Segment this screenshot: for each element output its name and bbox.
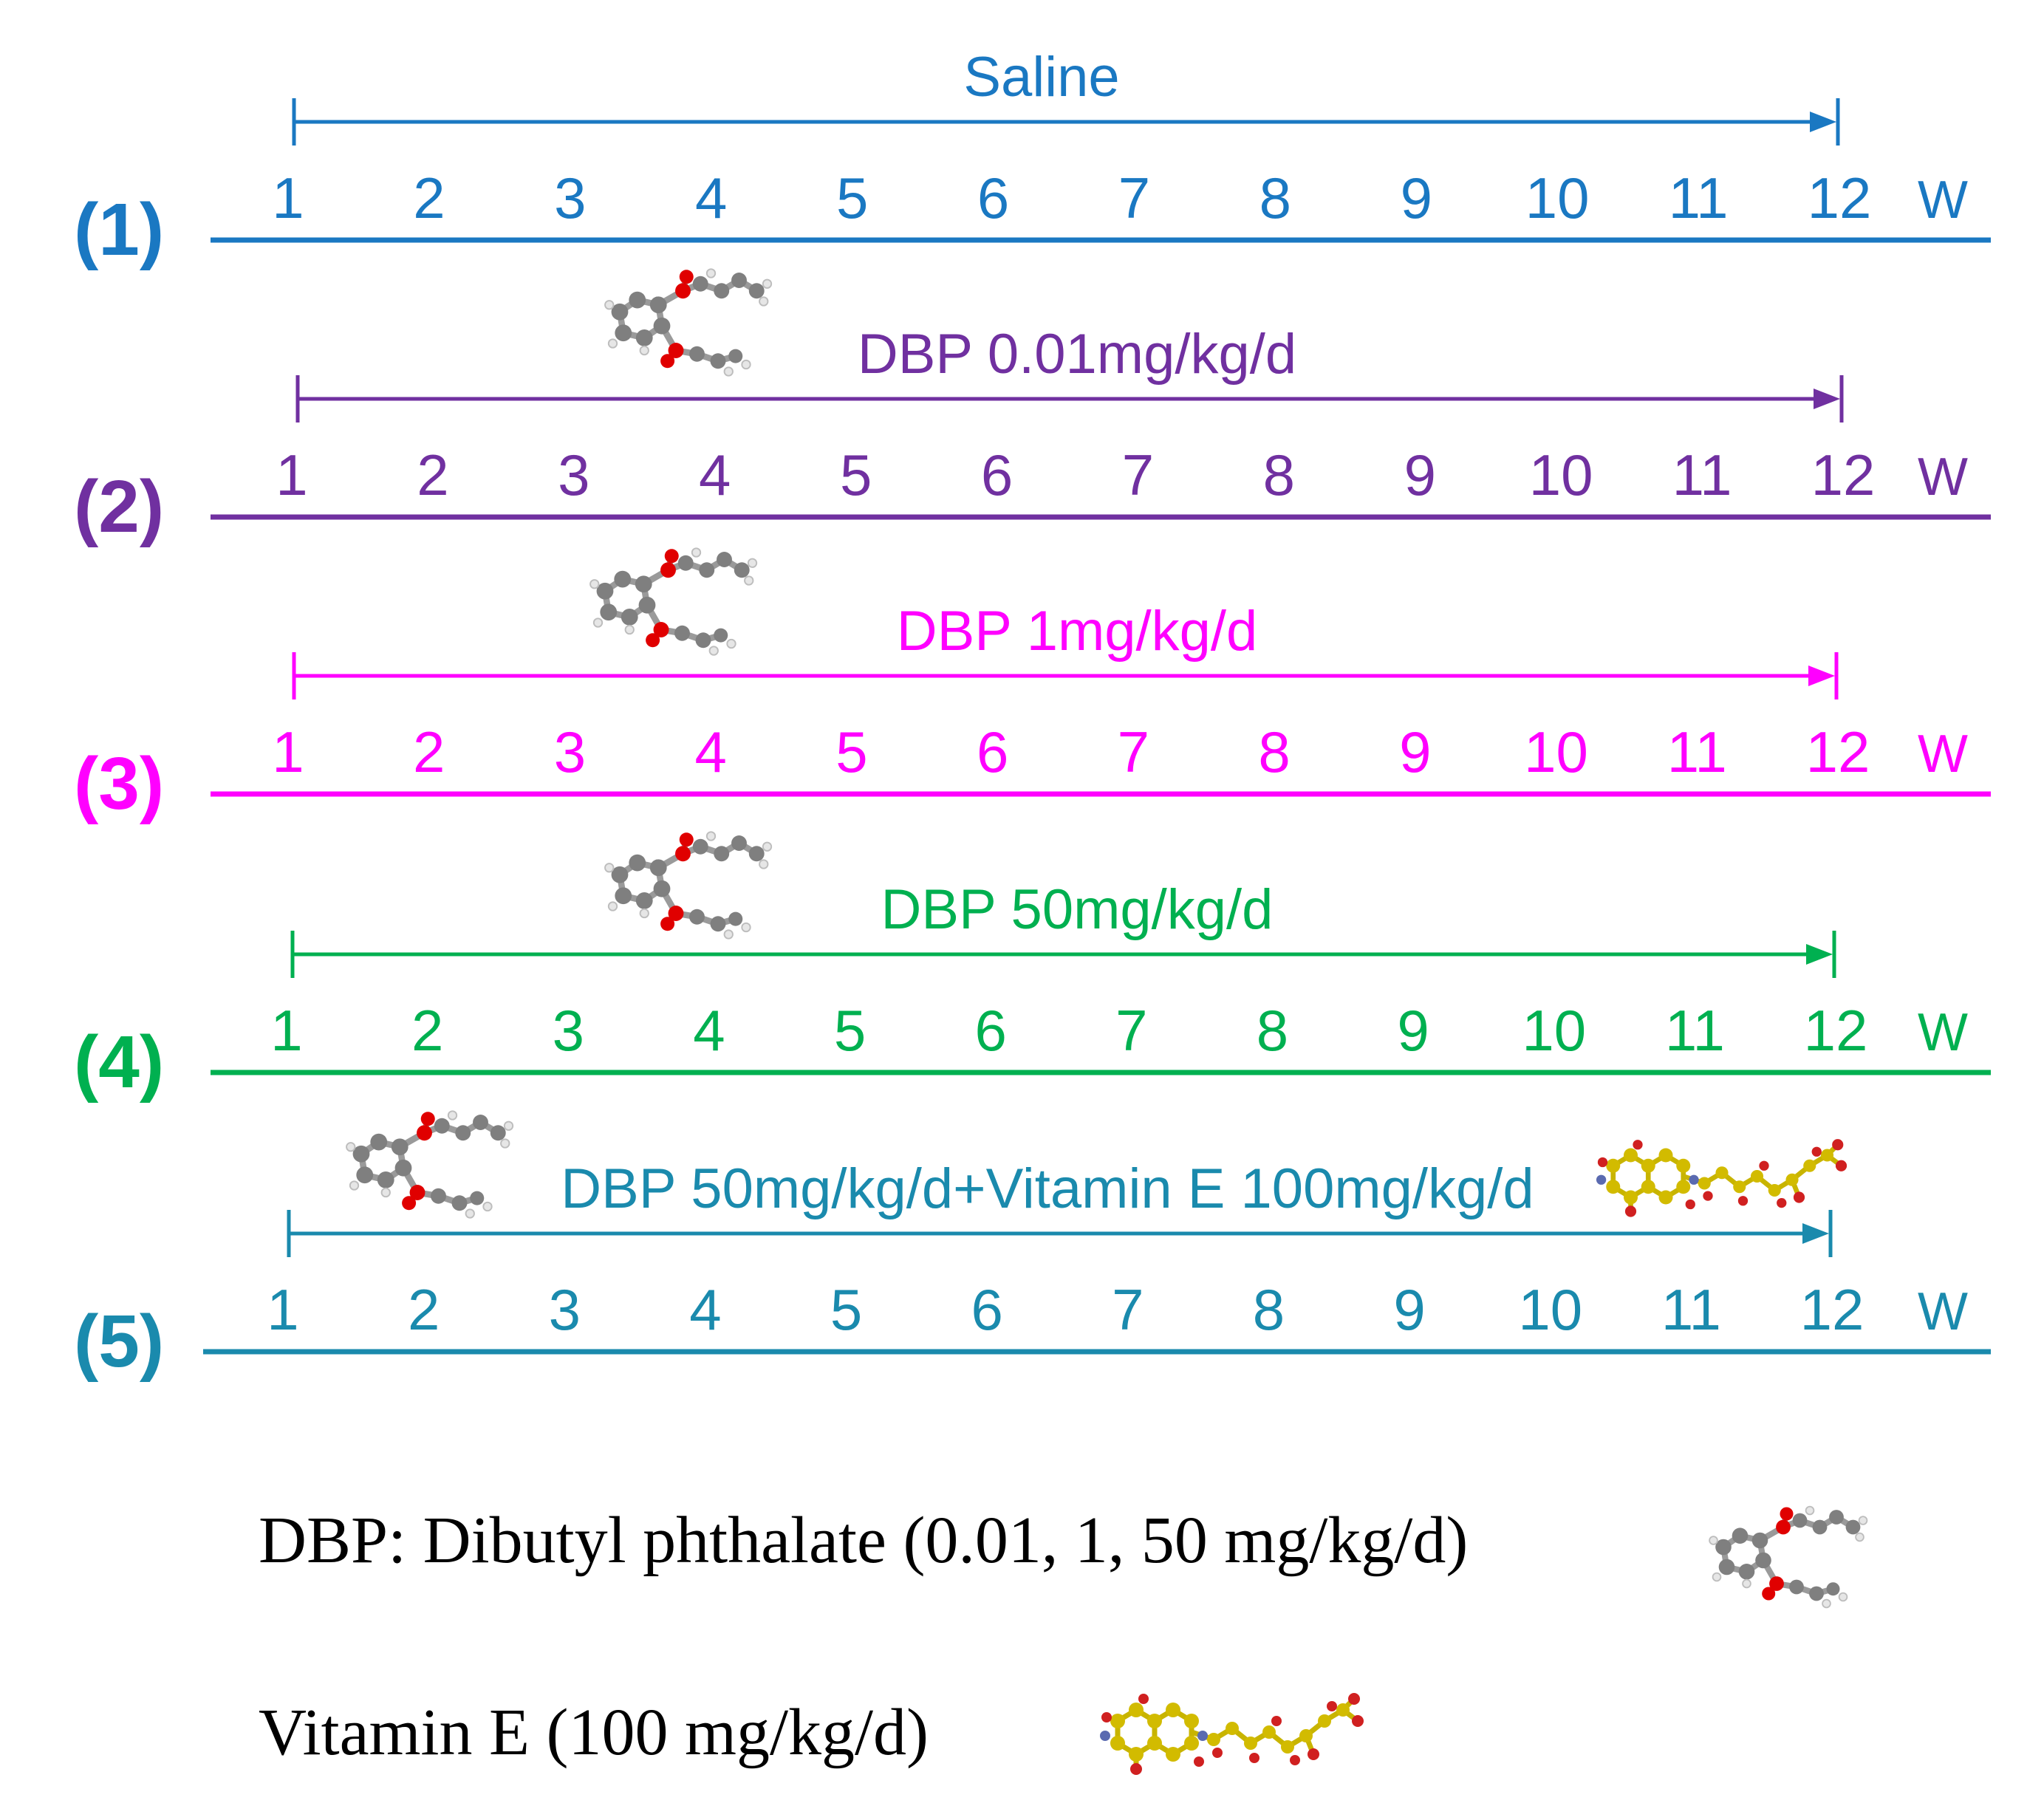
week-label: 2 xyxy=(413,165,445,230)
treatment-span-arrow xyxy=(295,375,1844,422)
week-label: 12 xyxy=(1806,719,1870,784)
week-label: 7 xyxy=(1118,165,1150,230)
treatment-label: DBP 0.01mg/kg/d xyxy=(858,323,1296,386)
week-label: 3 xyxy=(554,719,586,784)
week-unit-label: W xyxy=(1918,448,1968,507)
dbp-molecule-icon xyxy=(605,269,771,375)
treatment-label: DBP 1mg/kg/d xyxy=(897,600,1258,663)
week-label: 5 xyxy=(834,998,866,1063)
treatment-span-arrow xyxy=(292,652,1839,699)
week-label: 11 xyxy=(1661,1277,1721,1342)
week-label: 4 xyxy=(694,719,726,784)
treatment-label: DBP 50mg/kg/d+Vitamin E 100mg/kg/d xyxy=(561,1157,1534,1220)
week-label: 2 xyxy=(417,442,448,507)
week-unit-label: W xyxy=(1918,1282,1968,1341)
week-label: 9 xyxy=(1397,998,1429,1063)
week-label: 7 xyxy=(1115,998,1147,1063)
week-label: 6 xyxy=(981,442,1013,507)
week-label: 3 xyxy=(558,442,589,507)
week-label: 5 xyxy=(836,165,868,230)
week-label: 8 xyxy=(1259,165,1291,230)
week-label: 10 xyxy=(1522,998,1586,1063)
week-label: 4 xyxy=(693,998,725,1063)
dbp-molecule-icon xyxy=(590,548,756,654)
week-label: 9 xyxy=(1393,1277,1425,1342)
week-unit-label: W xyxy=(1918,1003,1968,1062)
week-label: 12 xyxy=(1811,442,1876,507)
week-label: 1 xyxy=(270,998,302,1063)
legend-vitamin-e-text: Vitamin E (100 mg/kg/d) xyxy=(259,1696,929,1769)
week-label: 3 xyxy=(554,165,586,230)
week-label: 8 xyxy=(1263,442,1295,507)
week-label: 6 xyxy=(977,719,1008,784)
week-label: 11 xyxy=(1672,442,1732,507)
group-id-label: (1) xyxy=(74,188,164,271)
week-label: 6 xyxy=(974,998,1006,1063)
week-label: 6 xyxy=(977,165,1009,230)
week-label: 8 xyxy=(1258,719,1290,784)
week-label: 4 xyxy=(689,1277,721,1342)
week-label: 12 xyxy=(1808,165,1872,230)
week-label: 5 xyxy=(830,1277,862,1342)
treatment-label: DBP 50mg/kg/d xyxy=(881,878,1274,941)
week-label: 7 xyxy=(1122,442,1154,507)
week-label: 3 xyxy=(549,1277,581,1342)
week-label: 10 xyxy=(1525,165,1590,230)
week-label: 1 xyxy=(267,1277,298,1342)
week-label: 2 xyxy=(408,1277,440,1342)
week-label: 8 xyxy=(1253,1277,1285,1342)
group-id-label: (5) xyxy=(74,1300,164,1383)
week-label: 8 xyxy=(1257,998,1288,1063)
week-label: 1 xyxy=(276,442,307,507)
week-label: 7 xyxy=(1118,719,1149,784)
legend-vitamin-e-molecule-icon xyxy=(1100,1693,1364,1775)
group-id-label: (2) xyxy=(74,465,164,548)
week-unit-label: W xyxy=(1918,171,1968,230)
week-label: 4 xyxy=(695,165,727,230)
week-label: 10 xyxy=(1529,442,1593,507)
week-label: 10 xyxy=(1524,719,1588,784)
treatment-span-arrow xyxy=(290,931,1836,978)
week-label: 4 xyxy=(699,442,731,507)
treatment-label: Saline xyxy=(963,46,1119,109)
week-label: 12 xyxy=(1804,998,1868,1063)
week-label: 3 xyxy=(553,998,584,1063)
legend-dbp-text: DBP: Dibutyl phthalate (0.01, 1, 50 mg/k… xyxy=(259,1504,1468,1577)
legend: DBP: Dibutyl phthalate (0.01, 1, 50 mg/k… xyxy=(259,1504,1867,1775)
week-unit-label: W xyxy=(1918,725,1968,784)
group-id-label: (4) xyxy=(74,1021,164,1104)
treatment-span-arrow xyxy=(287,1210,1833,1257)
group-id-label: (3) xyxy=(74,742,164,825)
dbp-molecule-icon xyxy=(346,1111,513,1217)
week-label: 2 xyxy=(411,998,443,1063)
week-label: 9 xyxy=(1399,719,1431,784)
week-label: 6 xyxy=(971,1277,1002,1342)
week-label: 5 xyxy=(840,442,872,507)
dbp-molecule-icon xyxy=(605,832,771,938)
vitamin-e-molecule-icon xyxy=(1596,1139,1847,1217)
week-label: 9 xyxy=(1404,442,1436,507)
week-label: 11 xyxy=(1665,998,1725,1063)
legend-dbp-molecule-icon xyxy=(1709,1507,1867,1608)
week-label: 11 xyxy=(1667,719,1727,784)
week-label: 1 xyxy=(272,719,304,784)
week-label: 11 xyxy=(1669,165,1729,230)
week-label: 5 xyxy=(835,719,867,784)
treatment-span-arrow xyxy=(292,98,1840,146)
week-label: 10 xyxy=(1518,1277,1582,1342)
week-label: 9 xyxy=(1401,165,1432,230)
week-label: 7 xyxy=(1112,1277,1144,1342)
week-label: 2 xyxy=(413,719,445,784)
week-label: 1 xyxy=(272,165,304,230)
week-label: 12 xyxy=(1800,1277,1864,1342)
